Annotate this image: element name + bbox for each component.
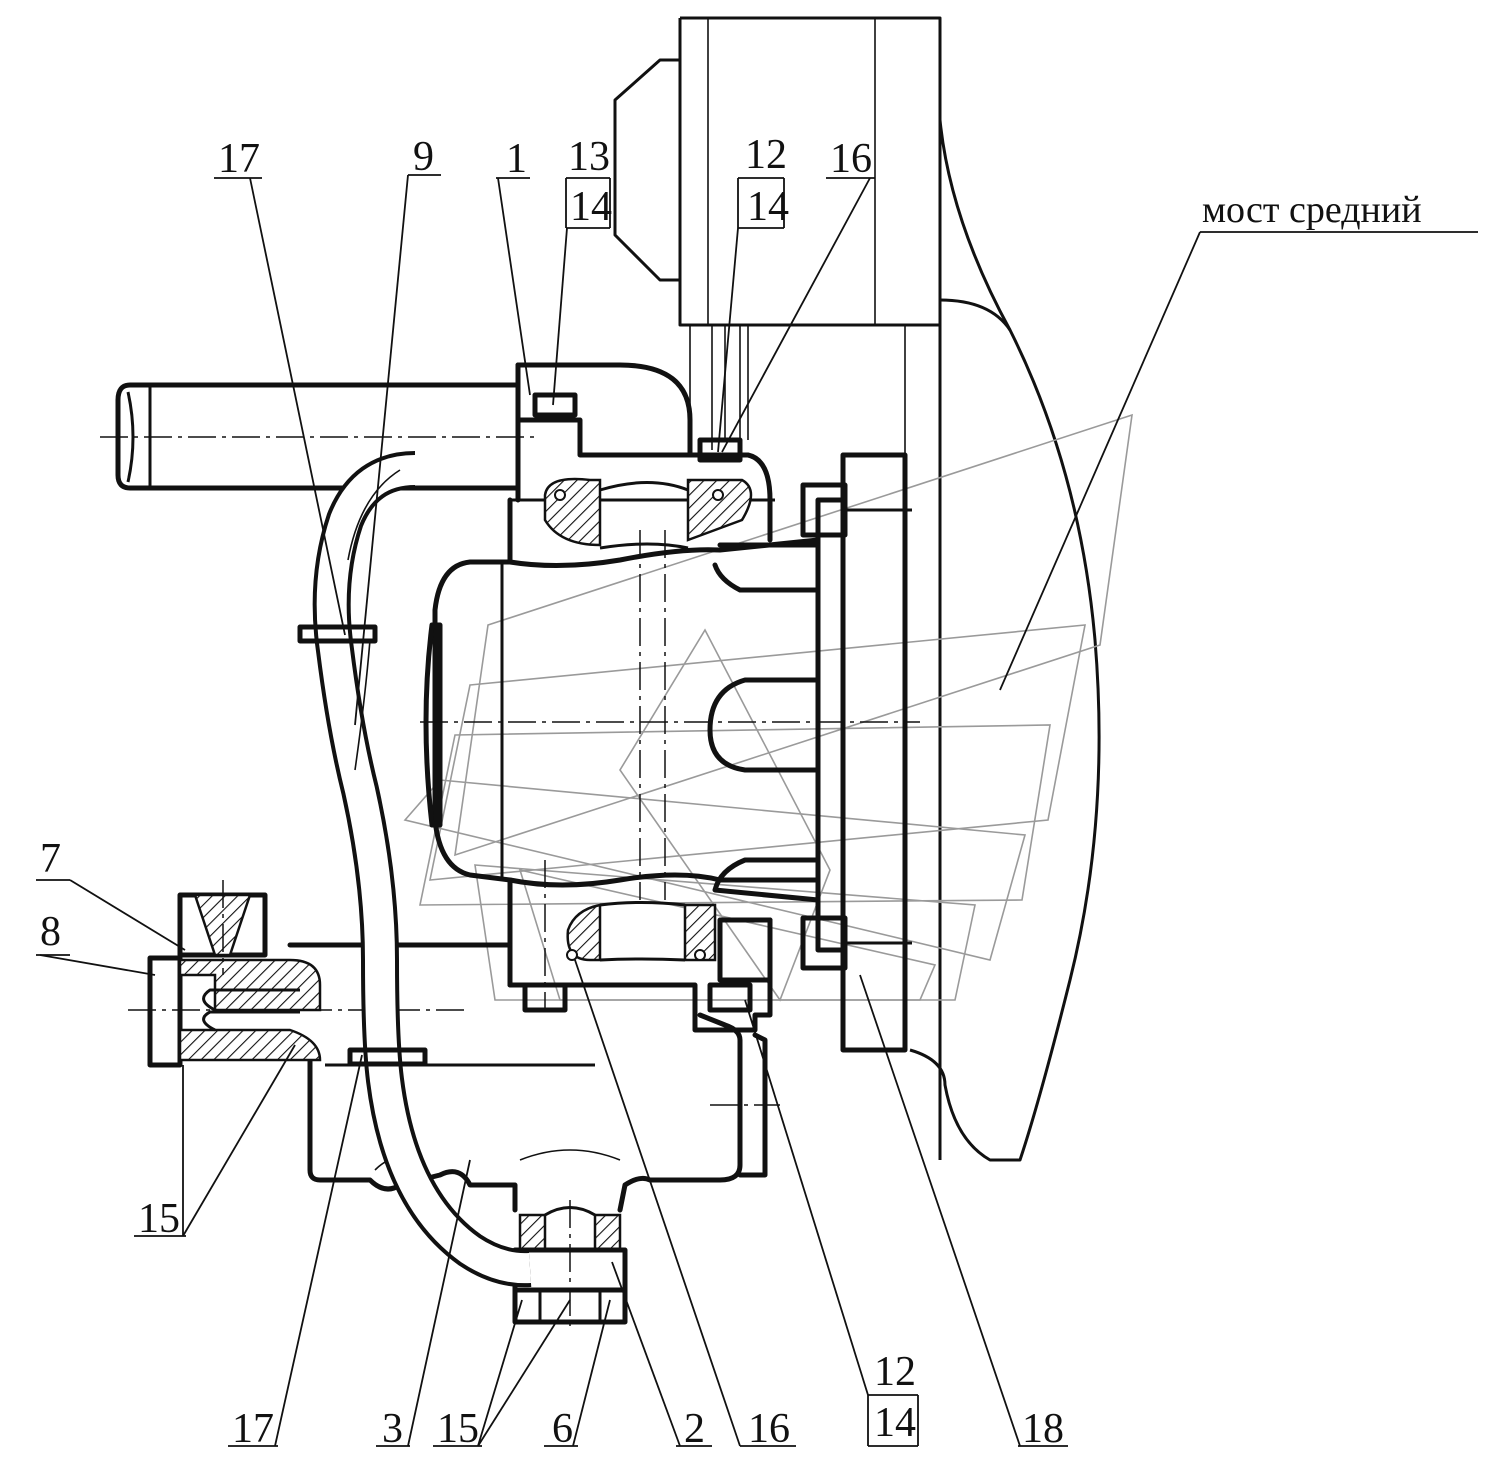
callout-3: 3 <box>382 1406 403 1452</box>
callout-16-bottom: 16 <box>748 1406 790 1452</box>
callout-2: 2 <box>684 1406 705 1452</box>
lower-bearing <box>507 877 773 1033</box>
lower-body <box>287 942 780 1213</box>
axle-housing <box>613 16 1101 1162</box>
callout-6: 6 <box>552 1406 573 1452</box>
callout-17-bottom: 17 <box>232 1406 274 1452</box>
drain-plug <box>512 1200 628 1330</box>
ghost-shapes <box>403 413 1133 1002</box>
callout-7: 7 <box>40 836 61 882</box>
callout-12-a: 12 <box>745 132 787 178</box>
callout-9: 9 <box>413 134 434 180</box>
callout-16-top: 16 <box>830 136 872 182</box>
flange <box>800 452 912 1053</box>
callout-14-b: 14 <box>747 184 789 230</box>
callout-14-a: 14 <box>570 184 612 230</box>
callout-labels: 17 9 1 13 14 12 14 16 мост средний 7 8 1… <box>36 132 1478 1452</box>
callout-14-c: 14 <box>874 1400 916 1446</box>
main-housing <box>420 497 920 1010</box>
callout-12-b: 12 <box>874 1349 916 1395</box>
callout-most-sredniy: мост средний <box>1202 189 1422 231</box>
callout-17-top: 17 <box>218 136 260 182</box>
callout-8: 8 <box>40 909 61 955</box>
callout-15-bottom: 15 <box>437 1406 479 1452</box>
callout-1: 1 <box>506 136 527 182</box>
leader-lines <box>39 174 1201 1447</box>
upper-body <box>510 362 775 550</box>
callout-15-left: 15 <box>138 1196 180 1242</box>
inlet-pipe <box>100 382 540 491</box>
callout-18: 18 <box>1022 1406 1064 1452</box>
hose <box>297 451 532 1288</box>
left-fitting <box>128 880 470 1068</box>
callout-13: 13 <box>568 134 610 180</box>
